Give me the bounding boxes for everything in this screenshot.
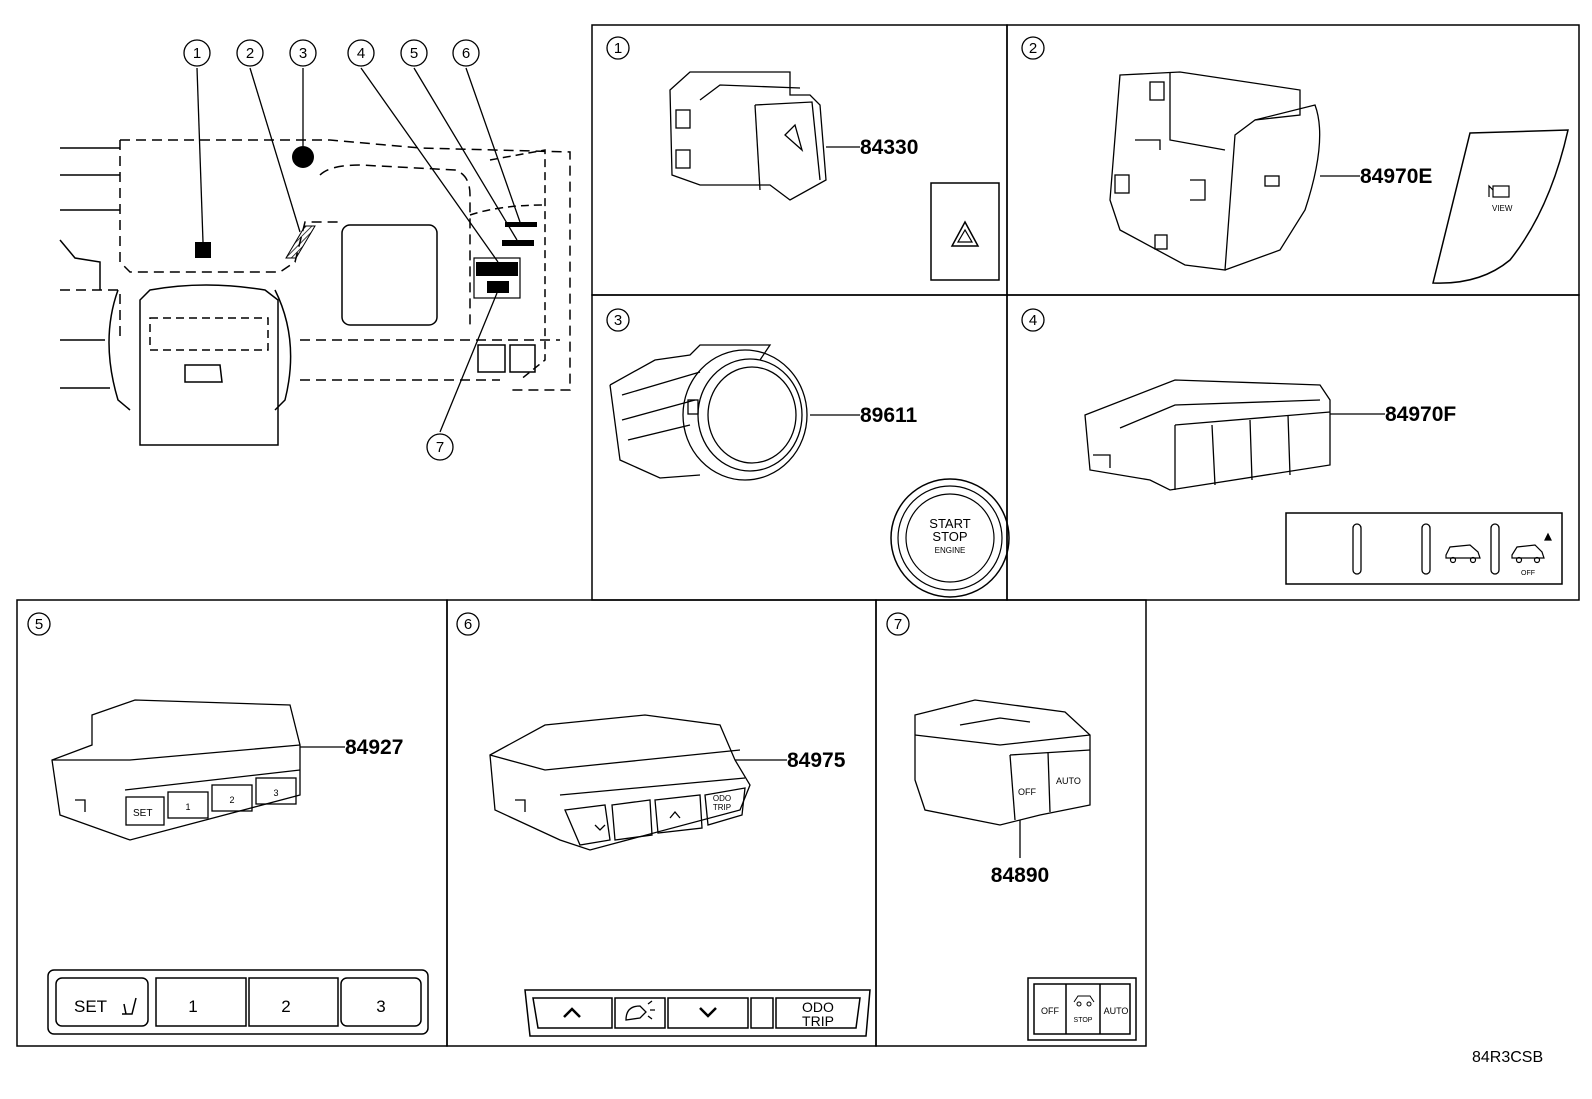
overview-callout-2: 2	[246, 45, 254, 62]
panel-7-drawing-auto: AUTO	[1056, 776, 1081, 786]
panel-7-part-number: 84890	[991, 864, 1049, 887]
start-stop-button-detail: START STOP ENGINE	[890, 478, 1010, 598]
panel-2-detail-label: VIEW	[1492, 204, 1513, 213]
panel-6-part-number: 84975	[787, 749, 846, 772]
panel-3-part-number: 89611	[860, 404, 918, 427]
panel-5-drawing-2: 2	[229, 795, 234, 805]
arrow-down-icon	[699, 1007, 717, 1018]
panel-frames	[16, 24, 1580, 1047]
panel-5-part-number: 84927	[345, 736, 403, 759]
overview-switch-1	[195, 242, 211, 258]
stop-label: STOP	[932, 529, 967, 544]
panel-7-stop-label: STOP	[1074, 1017, 1093, 1024]
panel-7-detail-panel	[1027, 977, 1137, 1041]
overview-callouts: 1 2 3 4 5 6 7	[183, 39, 480, 461]
panel-1-switch-drawing	[669, 71, 827, 201]
overview-callout-5: 5	[410, 45, 418, 62]
arrow-up-icon	[563, 1007, 581, 1018]
panel-7-switch-drawing	[914, 699, 1091, 826]
panel-1-index: 1	[614, 40, 622, 57]
panel-1-part-number: 84330	[860, 136, 918, 159]
overview-callout-7: 7	[436, 439, 444, 456]
panel-6-switch-drawing	[489, 714, 751, 851]
panel-4-off-label: OFF	[1521, 570, 1535, 577]
overview-switch-6	[505, 222, 537, 227]
panel-7-drawing-off: OFF	[1018, 787, 1036, 797]
panel-5-switch-drawing	[51, 699, 301, 841]
memory-3-button: 3	[376, 997, 385, 1016]
panel-6-drawing-trip: TRIP	[713, 803, 731, 812]
panel-index-circles	[27, 36, 1045, 636]
engine-label: ENGINE	[935, 546, 966, 555]
vehicle-icon	[1445, 544, 1481, 564]
panel-4-switch-drawing	[1084, 379, 1331, 491]
overview-switch-4	[476, 262, 518, 276]
seat-icon	[122, 997, 137, 1015]
overview-leaders	[196, 67, 521, 433]
panel-5-drawing-1: 1	[185, 802, 190, 812]
start-label: START	[929, 516, 970, 531]
panel-7-index: 7	[894, 616, 902, 633]
vehicle-slip-icon	[1511, 532, 1552, 564]
memory-2-button: 2	[281, 997, 290, 1016]
panel-6-index: 6	[464, 616, 472, 633]
diagram-code: 84R3CSB	[1472, 1049, 1544, 1066]
panel-3-switch-drawing	[609, 344, 808, 481]
panel-5-detail-panel	[47, 969, 429, 1035]
panel-7-auto-label: AUTO	[1104, 1006, 1129, 1016]
overview-switch-5	[502, 240, 534, 246]
engine-stop-icon	[1073, 995, 1095, 1007]
memory-set-button: SET	[74, 997, 107, 1016]
panel-1-detail-frame	[930, 182, 1000, 281]
odo-label: ODO	[802, 999, 834, 1015]
panel-7-off-label: OFF	[1041, 1006, 1059, 1016]
panel-4-detail-frame	[1285, 512, 1563, 585]
overview-callout-6: 6	[462, 45, 470, 62]
panel-4-index: 4	[1029, 312, 1037, 329]
panel-6-drawing-odo: ODO	[713, 794, 731, 803]
panel-2-switch-drawing	[1109, 71, 1321, 271]
panel-5-index: 5	[35, 616, 43, 633]
panel-5-drawing-3: 3	[273, 788, 278, 798]
light-icon	[625, 1000, 655, 1021]
overview-switch-2	[285, 225, 316, 259]
trip-label: TRIP	[802, 1013, 834, 1029]
panel-3-index: 3	[614, 312, 622, 329]
overview-callout-3: 3	[299, 45, 307, 62]
overview-switch-3	[292, 146, 314, 168]
panel-4-part-number: 84970F	[1385, 403, 1456, 426]
panel-4-detail-dividers	[1352, 523, 1500, 575]
panel-6-detail-panel	[524, 989, 871, 1037]
overview-callout-1: 1	[193, 45, 201, 62]
view-camera-icon	[1488, 184, 1510, 198]
panel-2-detail-frame	[1432, 129, 1569, 284]
panel-2-index: 2	[1029, 40, 1037, 57]
memory-1-button: 1	[188, 997, 197, 1016]
hazard-triangle-icon	[950, 220, 980, 247]
overview-callout-4: 4	[357, 45, 365, 62]
panel-2-part-number: 84970E	[1360, 165, 1432, 188]
overview-switch-7	[487, 281, 509, 293]
panel-5-drawing-set: SET	[133, 808, 152, 819]
